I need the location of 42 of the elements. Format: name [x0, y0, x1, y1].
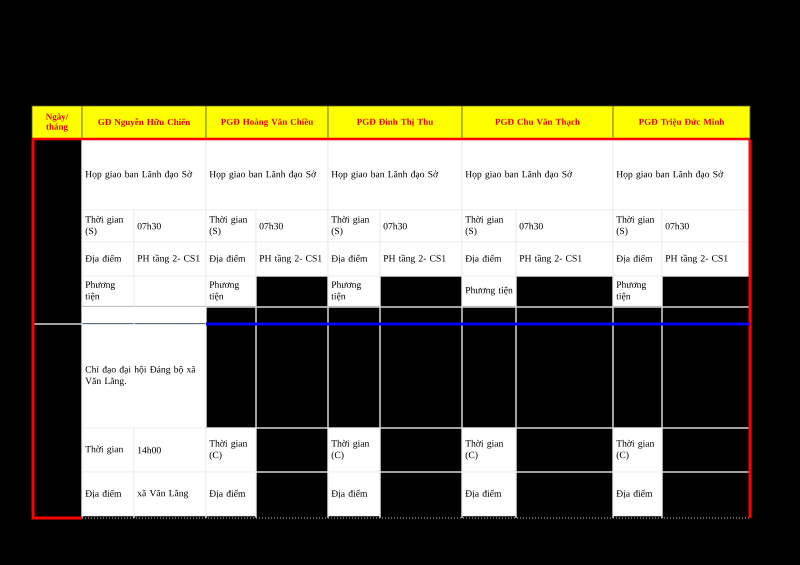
column-header: PGĐ Đinh Thị Thu: [328, 106, 462, 140]
table-cell: Địa điểm: [612, 472, 662, 516]
table-cell: Thời gian (S): [328, 210, 380, 242]
table-cell: Địa điểm: [206, 472, 256, 516]
table-cell: PH tầng 2- CS1: [256, 242, 328, 276]
table-cell: xã Văn Lãng: [134, 472, 206, 516]
table-cell: Địa điểm: [462, 242, 516, 276]
table-cell: Phương tiện: [82, 276, 134, 306]
column-header: PGĐ Chu Văn Thạch: [462, 106, 614, 140]
table-cell: Địa điểm: [206, 242, 256, 276]
table-cell: 07h30: [380, 210, 462, 242]
table-cell: Thời gian (S): [462, 210, 516, 242]
table-cell: Thời gian (S): [82, 210, 134, 242]
table-cell: 07h30: [256, 210, 328, 242]
table-cell: Thời gian (C): [462, 428, 516, 472]
table-cell: Phương tiện: [612, 276, 662, 306]
table-cell: Phương tiện: [206, 276, 256, 306]
table-cell: 14h00: [134, 428, 206, 472]
table-cell: Phương tiện: [462, 276, 516, 306]
table-cell: Thời gian (C): [612, 428, 662, 472]
table-cell: PH tầng 2- CS1: [516, 242, 614, 276]
table-cell: Thời gian (C): [206, 428, 256, 472]
table-cell: PH tầng 2- CS1: [662, 242, 750, 276]
table-cell: Địa điểm: [82, 242, 134, 276]
table-cell: Địa điểm: [462, 472, 516, 516]
table-cell: Thời gian (S): [206, 210, 256, 242]
column-header: Ngày/ tháng: [32, 106, 82, 140]
table-cell: Thời gian (S): [612, 210, 662, 242]
table-cell: 07h30: [516, 210, 614, 242]
table-cell: Phương tiện: [328, 276, 380, 306]
table-cell: PH tầng 2- CS1: [380, 242, 462, 276]
column-header: PGĐ Hoàng Văn Chiều: [206, 106, 328, 140]
table-cell: Thời gian: [82, 428, 134, 472]
table-cell: Địa điểm: [82, 472, 134, 516]
table-cell: Địa điểm: [612, 242, 662, 276]
table-cell: 07h30: [662, 210, 750, 242]
table-cell: PH tầng 2- CS1: [134, 242, 206, 276]
table-cell: Thời gian (C): [328, 428, 380, 472]
table-cell: Địa điểm: [328, 242, 380, 276]
column-header: PGĐ Triệu Đức Minh: [612, 106, 750, 140]
table-cell: 07h30: [134, 210, 206, 242]
table-cell: Địa điểm: [328, 472, 380, 516]
